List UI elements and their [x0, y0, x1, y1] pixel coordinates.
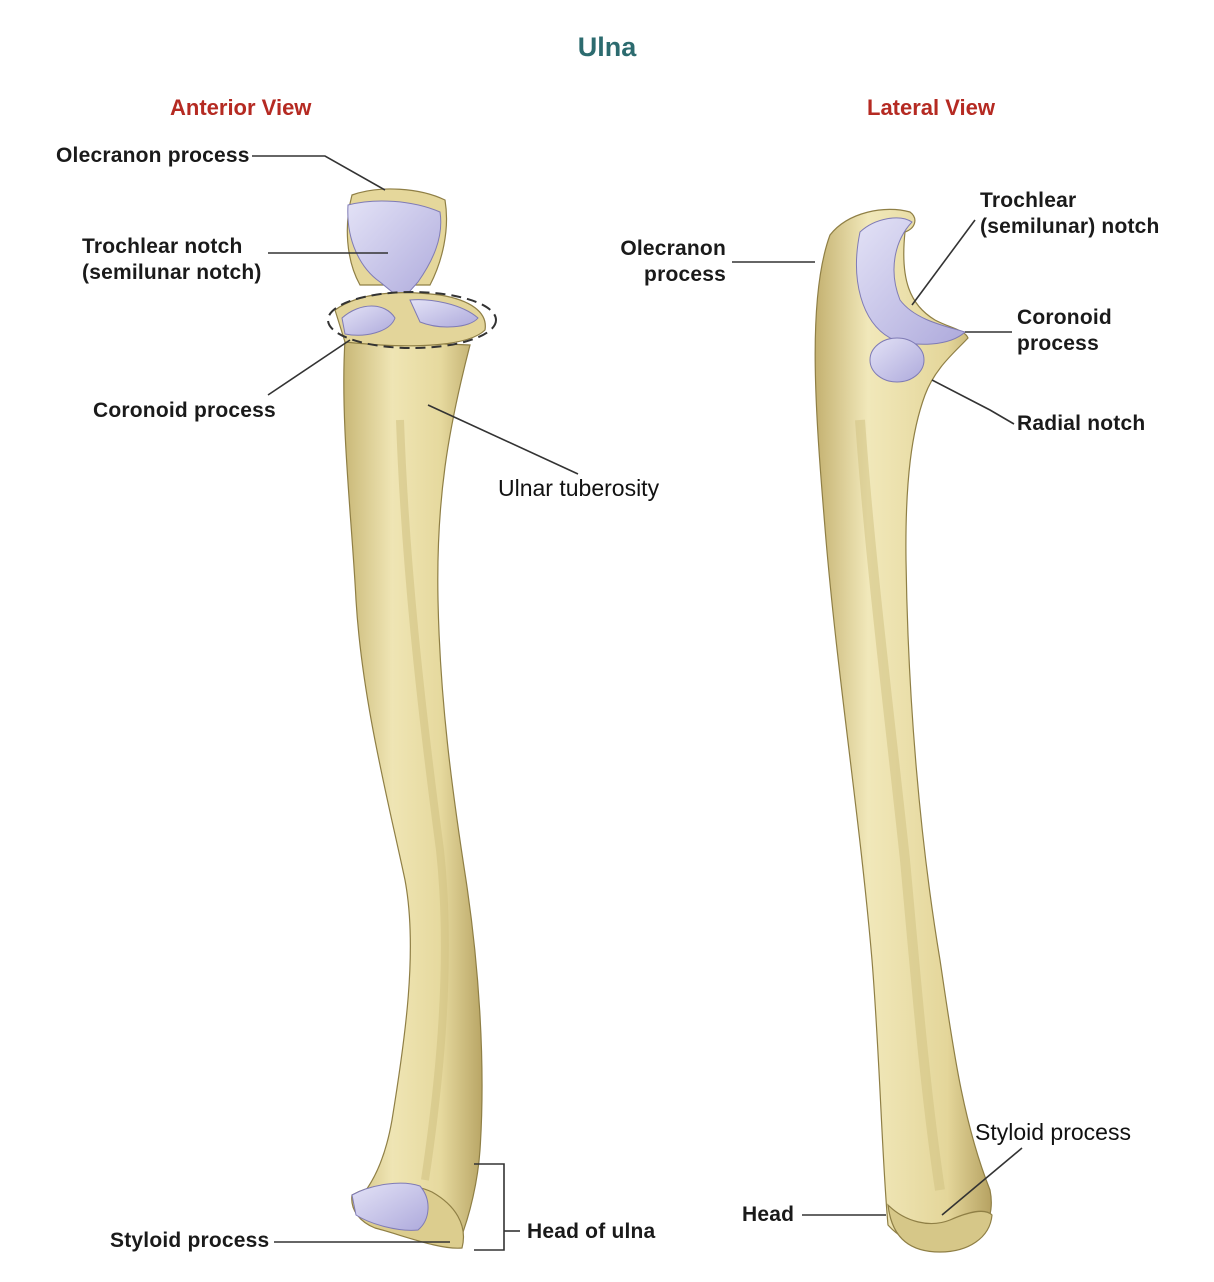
anterior-shaft [343, 339, 483, 1241]
lateral-leader-lines [732, 219, 1023, 1216]
lateral-view-heading: Lateral View [867, 95, 995, 120]
label-head-of-ulna: Head of ulna [527, 1220, 656, 1243]
anterior-leader-lines [252, 155, 579, 1251]
label-styloid-process-anterior: Styloid process [110, 1229, 270, 1252]
label-olecranon-process-anterior: Olecranon process [56, 144, 250, 167]
label-coronoid-process-anterior: Coronoid process [93, 399, 276, 422]
label-trochlear-notch-lateral-sub: (semilunar) notch [980, 215, 1160, 238]
label-trochlear-notch-anterior-sub: (semilunar notch) [82, 261, 262, 284]
label-trochlear-notch-anterior: Trochlear notch [82, 235, 243, 258]
label-trochlear-notch-lateral: Trochlear [980, 189, 1077, 212]
anterior-ulna-bone [327, 188, 497, 1249]
label-ulnar-tuberosity: Ulnar tuberosity [498, 475, 660, 501]
label-head-lateral: Head [742, 1203, 795, 1226]
label-coronoid-process-lateral-sub: process [1017, 332, 1099, 355]
label-coronoid-process-lateral: Coronoid [1017, 306, 1112, 329]
label-styloid-process-lateral: Styloid process [975, 1119, 1131, 1145]
anterior-view-heading: Anterior View [170, 95, 312, 120]
diagram-title: Ulna [577, 32, 637, 62]
label-radial-notch: Radial notch [1017, 412, 1146, 435]
anterior-distal-surface [351, 1182, 429, 1231]
label-olecranon-lateral-sub: process [644, 263, 726, 286]
label-olecranon-lateral: Olecranon [620, 237, 726, 260]
lateral-radial-notch-surface [869, 337, 925, 383]
lateral-trochlear-notch-surface [856, 217, 966, 345]
lateral-ulna-bone [814, 208, 993, 1253]
